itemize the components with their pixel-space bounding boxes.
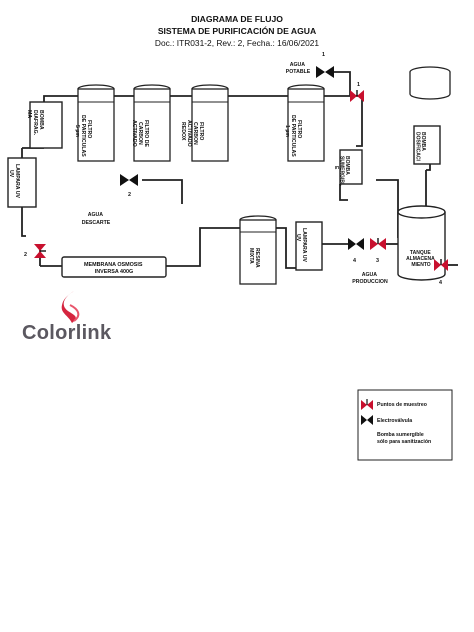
point-number-3: 3 (376, 258, 379, 264)
components: BOMBA DIAFRAG. MA FILTRO DE PARTICULAS 5… (7, 66, 451, 285)
legend: Puntos de muestreo Electroválvula Bomba … (357, 389, 453, 461)
solenoid-valve-potable (316, 66, 334, 78)
filter-activated-carbon: FILTRO CARBON ACTIVADO REDOX (180, 84, 229, 162)
point-number-4b: 4 (439, 280, 442, 286)
dosing-reservoir (409, 66, 451, 100)
uv-lamp-2-box (295, 221, 323, 271)
sample-valve-2 (34, 244, 46, 258)
legend-solenoid-valve-icon (361, 415, 373, 425)
point-number-1b: 1 (357, 82, 360, 88)
diagram-subtitle: SISTEMA DE PURIFICACIÓN DE AGUA (157, 26, 317, 36)
dosing-pump-box (413, 125, 441, 165)
label-agua-descarte: AGUA DESCARTE (82, 212, 111, 226)
ro-membrane-label: MEMBRANA OSMOSIS INVERSA 400G (84, 262, 144, 275)
colorlink-logo-mark (61, 291, 80, 323)
pipe-potable-branch (334, 71, 351, 96)
filter-carbon-label: FILTRO DE CARBON ACTIVADO (131, 120, 149, 148)
filter-particles-1um: FILTRO DE PARTICULAS 1 µm (284, 84, 325, 162)
legend-box (357, 389, 453, 461)
legend-solenoid-valve: Electroválvula (377, 418, 412, 424)
label-agua-potable: AGUA POTABLE (286, 62, 311, 75)
diaphragm-pump-label: BOMBA DIAFRAG. MA (26, 110, 44, 137)
point-number-4a: 4 (353, 258, 356, 264)
filter-activated-carbon-label: FILTRO CARBON ACTIVADO REDOX (180, 120, 204, 148)
pipe-to-pump-sub (356, 96, 363, 147)
mixed-resin: RESINA MIXTA (239, 215, 277, 285)
label-agua-produccion: AGUA PRODUCCION (352, 272, 388, 285)
pipe-discard (142, 179, 183, 204)
mixed-resin-label: RESINA MIXTA (248, 248, 260, 269)
filter-particles-1um-label: FILTRO DE PARTICULAS 1 µm (284, 115, 302, 158)
sample-valve-3 (370, 238, 386, 250)
pipe-tank-to-pump (376, 179, 399, 238)
sample-valve-4 (434, 259, 448, 271)
pipe-main-top (43, 95, 350, 102)
legend-sample-valve-icon (361, 399, 373, 410)
dosing-pump-label: BOMBA DOSIFICACI (415, 132, 427, 162)
filter-particles-5um-label: FILTRO DE PARTICULAS 5 µm (74, 115, 92, 158)
uv-lamp-2-label: LAMPARA UV UV (295, 228, 307, 263)
submersible-pump-label: BOMBA SUMERGIBL E (333, 156, 350, 187)
storage-tank: TANQUE ALMACENA MIENTO (397, 205, 446, 281)
legend-pump-note: Bomba sumergible sólo para sanitización (377, 432, 431, 445)
ro-membrane-box (61, 256, 167, 278)
uv-lamp-1-label: LAMPARA UV UV (8, 164, 20, 199)
point-number-2a: 2 (128, 192, 131, 198)
sample-valve-1 (350, 90, 364, 102)
uv-lamp-1-box (7, 157, 37, 208)
filter-particles-5um: FILTRO DE PARTICULAS 5 µm (74, 84, 115, 162)
filter-carbon: FILTRO DE CARBON ACTIVADO (131, 84, 171, 162)
legend-sampling-points: Puntos de muestreo (377, 402, 427, 408)
document-info: Doc.: ITR031-2, Rev.: 2, Fecha.: 16/06/2… (154, 38, 320, 48)
pipe-uv-to-valve (21, 207, 26, 237)
solenoid-valve-discard (120, 174, 138, 186)
point-number-2b: 2 (24, 252, 27, 258)
sample-point-numbers: 1 1 2 2 3 4 4 (24, 52, 442, 286)
pipe-resin-to-uv2 (276, 227, 296, 269)
point-number-1a: 1 (322, 52, 325, 58)
solenoid-valve-production (348, 238, 364, 250)
brand-name: Colorlink (22, 322, 112, 344)
diagram-title: DIAGRAMA DE FLUJO (191, 14, 283, 24)
storage-tank-label: TANQUE ALMACENA MIENTO (406, 250, 436, 268)
diaphragm-pump-box (29, 101, 63, 149)
pipe-membrane-to-resin (166, 227, 240, 267)
pipe-pump-sub-out (339, 184, 348, 201)
submersible-pump-box (339, 149, 363, 185)
